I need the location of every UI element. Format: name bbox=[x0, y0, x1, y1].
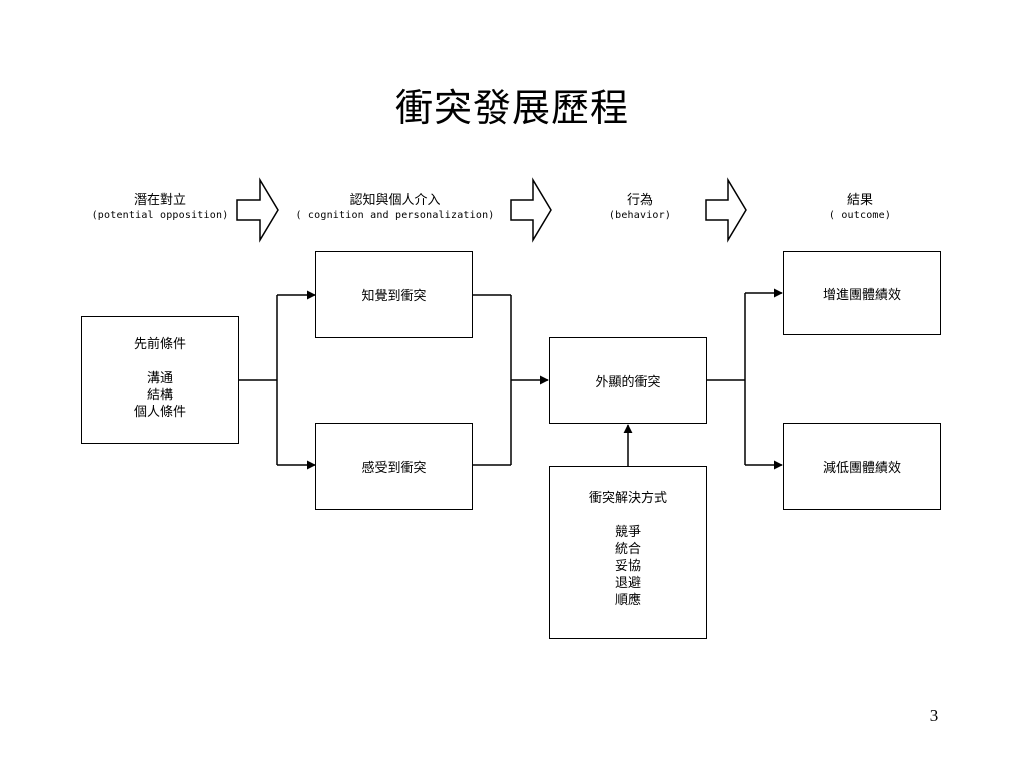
felt-conflict-box: 感受到衝突 bbox=[315, 423, 473, 510]
box-label: 知覺到衝突 bbox=[361, 289, 427, 304]
stage-arrow-2 bbox=[510, 177, 552, 243]
box-label: 增進團體績效 bbox=[822, 287, 901, 303]
list-item: 統合 bbox=[614, 542, 641, 557]
list-item: 結構 bbox=[146, 388, 173, 403]
improved-performance-box: 增進團體績效 bbox=[783, 251, 941, 335]
page-number: 3 bbox=[929, 706, 939, 725]
stage-label-en: ( cognition and personalization) bbox=[295, 210, 495, 221]
box-label: 感受到衝突 bbox=[361, 461, 427, 476]
stage-label-zh: 行為 bbox=[626, 193, 653, 208]
stage-header-cognition: 認知與個人介入 ( cognition and personalization) bbox=[290, 193, 500, 223]
perceived-conflict-box: 知覺到衝突 bbox=[315, 251, 473, 338]
conflict-handling-box: 衝突解決方式 競爭 統合 妥協 退避 順應 bbox=[549, 466, 707, 639]
list-item: 退避 bbox=[614, 576, 641, 591]
list-item: 順應 bbox=[614, 593, 641, 608]
stage-label-zh: 潛在對立 bbox=[133, 193, 186, 208]
box-heading: 先前條件 bbox=[133, 337, 186, 352]
list-item: 妥協 bbox=[614, 559, 641, 574]
stage-header-behavior: 行為 (behavior) bbox=[580, 193, 700, 223]
list-item: 競爭 bbox=[614, 525, 641, 540]
list-item: 個人條件 bbox=[133, 405, 186, 420]
antecedent-conditions-box: 先前條件 溝通 結構 個人條件 bbox=[81, 316, 239, 444]
decreased-performance-box: 減低團體績效 bbox=[783, 423, 941, 510]
stage-header-potential-opposition: 潛在對立 (potential opposition) bbox=[70, 193, 250, 223]
page-title: 衝突發展歷程 bbox=[394, 86, 629, 130]
stage-label-en: (potential opposition) bbox=[91, 210, 229, 221]
stage-header-outcome: 結果 ( outcome) bbox=[800, 193, 920, 223]
stage-label-en: ( outcome) bbox=[828, 210, 892, 221]
stage-arrow-1 bbox=[236, 177, 279, 243]
stage-label-en: (behavior) bbox=[608, 210, 672, 221]
box-label: 外顯的衝突 bbox=[595, 375, 661, 390]
overt-conflict-box: 外顯的衝突 bbox=[549, 337, 707, 424]
stage-label-zh: 認知與個人介入 bbox=[349, 193, 441, 208]
list-item: 溝通 bbox=[146, 371, 173, 386]
stage-label-zh: 結果 bbox=[846, 193, 873, 208]
box-label: 減低團體績效 bbox=[822, 461, 901, 476]
stage-arrow-3 bbox=[705, 177, 747, 243]
box-heading: 衝突解決方式 bbox=[588, 491, 667, 506]
